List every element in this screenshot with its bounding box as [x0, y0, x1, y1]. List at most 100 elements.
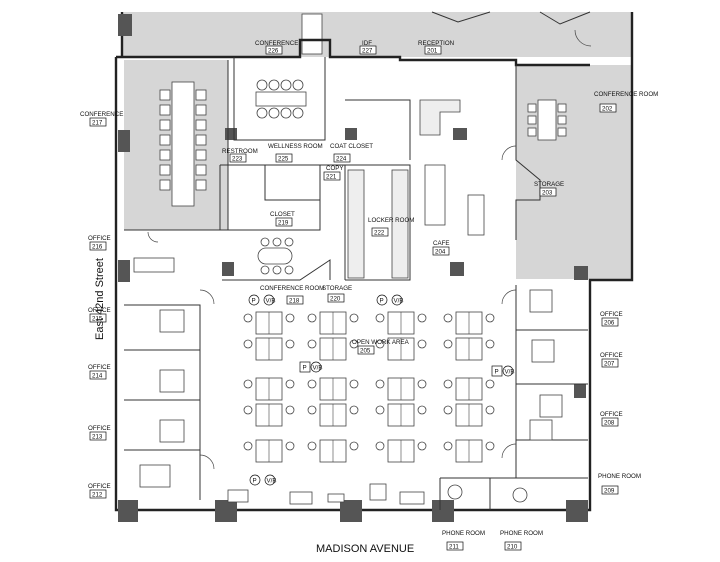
stair-core: [301, 13, 323, 55]
svg-text:203: 203: [542, 190, 553, 197]
locker-bank: [347, 169, 365, 279]
svg-text:218: 218: [289, 298, 300, 305]
desk-chair: [243, 405, 253, 415]
svg-text:V/B: V/B: [394, 298, 404, 305]
desk-chair: [307, 339, 317, 349]
west-office-spine: [124, 304, 201, 500]
svg-text:206: 206: [604, 320, 615, 327]
desk-chair: [375, 379, 385, 389]
desk-chair: [243, 379, 253, 389]
service-core-walls: [219, 164, 321, 231]
column: [118, 130, 130, 152]
svg-text:V/B: V/B: [505, 369, 515, 376]
room-label-cafe-204: CAFE 204: [432, 240, 450, 256]
desk-chair: [285, 339, 295, 349]
svg-text:OFFICE: OFFICE: [600, 352, 623, 359]
desk-chair: [485, 339, 495, 349]
east-office-desks: [529, 289, 563, 441]
room-label-office-216: OFFICE 216: [88, 235, 111, 251]
svg-text:OFFICE: OFFICE: [88, 425, 111, 432]
svg-text:213: 213: [92, 434, 103, 441]
desk-chair: [375, 405, 385, 415]
column: [118, 14, 132, 36]
svg-text:CONFERENCE: CONFERENCE: [255, 40, 298, 47]
svg-text:OFFICE: OFFICE: [88, 483, 111, 490]
svg-text:STORAGE: STORAGE: [322, 285, 352, 292]
svg-text:COPY: COPY: [326, 165, 344, 172]
door-swing: [501, 289, 517, 305]
column: [118, 260, 130, 282]
svg-text:211: 211: [449, 544, 459, 551]
svg-text:OFFICE: OFFICE: [88, 235, 111, 242]
desk-chair: [349, 441, 359, 451]
conference-218-table: [257, 247, 293, 265]
room-label-office-207: OFFICE 207: [600, 352, 623, 368]
desk-chair: [307, 313, 317, 323]
svg-text:COAT CLOSET: COAT CLOSET: [330, 143, 373, 150]
desk-chair: [285, 405, 295, 415]
open-work-desks: [243, 311, 495, 463]
desk-chair: [375, 441, 385, 451]
cafe-table: [424, 164, 485, 236]
room-label-storage-203: STORAGE 203: [534, 181, 564, 197]
svg-text:217: 217: [92, 120, 103, 127]
svg-text:202: 202: [602, 106, 613, 113]
desk-chair: [285, 379, 295, 389]
desk-chair: [485, 405, 495, 415]
svg-text:216: 216: [92, 244, 103, 251]
desk-chair: [417, 313, 427, 323]
desk-chair: [375, 313, 385, 323]
desk-chair: [243, 339, 253, 349]
room-label-office-214: OFFICE 214: [88, 364, 111, 380]
room-label-reception-201: RECEPTION 201: [418, 40, 454, 55]
desk-chair: [417, 379, 427, 389]
svg-text:CAFE: CAFE: [433, 240, 450, 247]
desk-chair: [349, 313, 359, 323]
svg-text:CLOSET: CLOSET: [270, 211, 295, 218]
svg-text:210: 210: [507, 544, 518, 551]
madison-lounge-furniture: [227, 483, 528, 505]
conference-202-table: [537, 99, 557, 141]
conference-218-walls: [222, 259, 331, 281]
room-label-office-212: OFFICE 212: [88, 483, 111, 499]
svg-text:PHONE ROOM: PHONE ROOM: [500, 530, 543, 537]
column: [340, 500, 362, 522]
svg-text:P: P: [495, 369, 499, 376]
svg-text:CONFERENCE: CONFERENCE: [80, 111, 123, 118]
exterior-wall: [114, 12, 634, 512]
svg-text:PHONE ROOM: PHONE ROOM: [598, 473, 641, 480]
room-label-conference-202: CONFERENCE ROOM 202: [594, 91, 658, 113]
east-office-walls: [515, 285, 588, 479]
copy-wall: [320, 164, 346, 280]
room-label-open-205: OPEN WORK AREA 205: [352, 339, 410, 355]
hatched-area-east: [516, 65, 632, 279]
svg-text:RECEPTION: RECEPTION: [418, 40, 454, 47]
svg-text:OFFICE: OFFICE: [88, 307, 111, 314]
room-label-coat-224: COAT CLOSET 224: [330, 143, 373, 163]
closet-wall: [264, 165, 320, 201]
svg-text:OFFICE: OFFICE: [600, 411, 623, 418]
room-label-idf-227: IDF 227: [359, 40, 377, 55]
desk-chair: [417, 339, 427, 349]
room-label-office-208: OFFICE 208: [600, 411, 623, 427]
column: [450, 262, 464, 276]
svg-text:225: 225: [278, 156, 289, 163]
room-label-storage-220: STORAGE 220: [322, 285, 352, 303]
desk-chair: [349, 405, 359, 415]
svg-text:P: P: [380, 298, 384, 305]
desk-chair: [375, 339, 385, 349]
column: [566, 500, 588, 522]
svg-text:207: 207: [604, 361, 615, 368]
svg-text:208: 208: [604, 420, 615, 427]
svg-text:IDF: IDF: [362, 40, 372, 47]
svg-text:220: 220: [330, 296, 341, 303]
svg-text:212: 212: [92, 492, 103, 499]
door-swing: [199, 289, 215, 305]
desk-chair: [307, 405, 317, 415]
svg-text:226: 226: [268, 48, 279, 55]
desk-chair: [307, 441, 317, 451]
door-swing: [147, 231, 159, 243]
room-label-office-206: OFFICE 206: [600, 311, 623, 327]
svg-text:V/B: V/B: [267, 478, 277, 485]
street-label-madison: MADISON AVENUE: [316, 543, 414, 555]
